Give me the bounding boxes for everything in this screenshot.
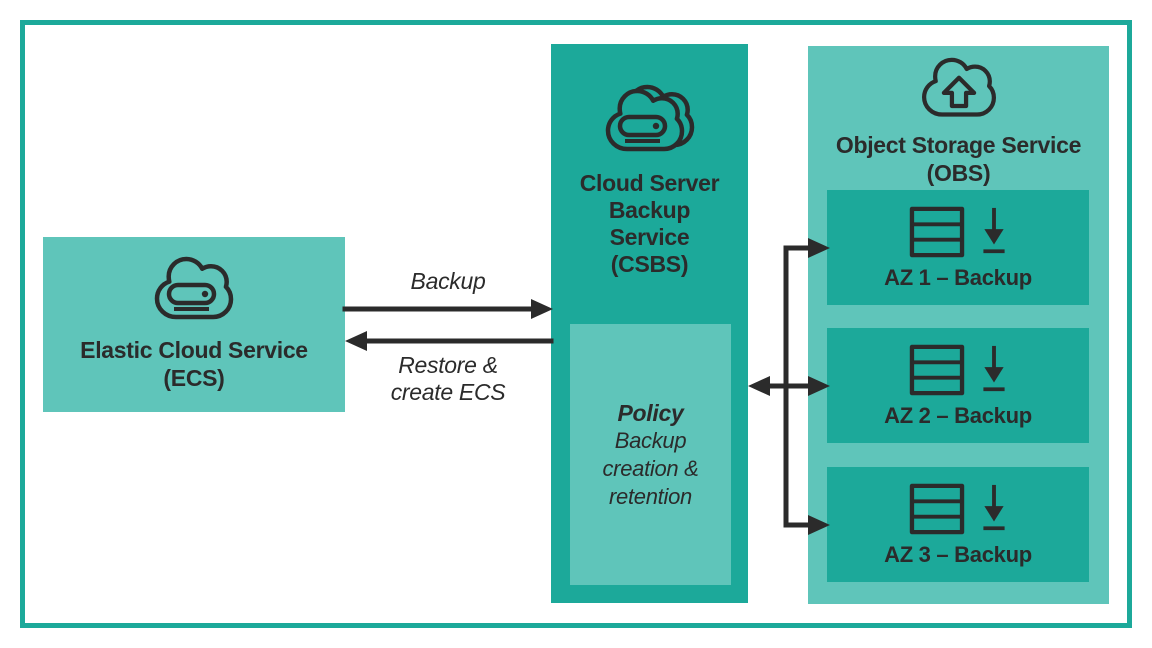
policy-box: Policy Backup creation & retention [570,324,731,585]
obs-node: Object Storage Service (OBS) AZ 1 – Back… [808,46,1109,604]
download-icon [983,484,1005,531]
csbs-title-line: (CSBS) [610,251,689,277]
download-icon [983,207,1005,254]
az-label: AZ 1 – Backup [884,265,1032,290]
policy-description: Backup creation & retention [602,427,699,509]
ecs-abbr: (ECS) [163,365,225,391]
diagram-frame [20,20,1132,628]
download-icon [983,345,1005,392]
az-zone-3: AZ 3 – Backup [827,467,1089,582]
az-zone-1: AZ 1 – Backup [827,190,1089,305]
obs-abbr: (OBS) [926,160,991,186]
cloud-upload-icon [921,57,996,117]
az-label: AZ 3 – Backup [884,542,1032,567]
backup-arrow-label: Backup [410,268,486,294]
storage-stack-icon [909,344,965,396]
az-zone-2: AZ 2 – Backup [827,328,1089,443]
cloud-server-icon [154,256,234,320]
ecs-node: Elastic Cloud Service (ECS) [43,237,345,412]
obs-title: Object Storage Service [835,132,1082,158]
csbs-title-line: Service [609,224,690,250]
storage-stack-icon [909,206,965,258]
csbs-node: Cloud Server Backup Service (CSBS) Polic… [551,44,748,603]
cloud-backup-icon [605,84,694,152]
policy-title: Policy [617,399,684,426]
az-label: AZ 2 – Backup [884,403,1032,428]
restore-arrow-label: Restore & create ECS [390,352,506,405]
ecs-title: Elastic Cloud Service [80,337,308,363]
csbs-title-line: Cloud Server [579,170,720,196]
csbs-title-line: Backup [608,197,691,223]
storage-stack-icon [909,483,965,535]
